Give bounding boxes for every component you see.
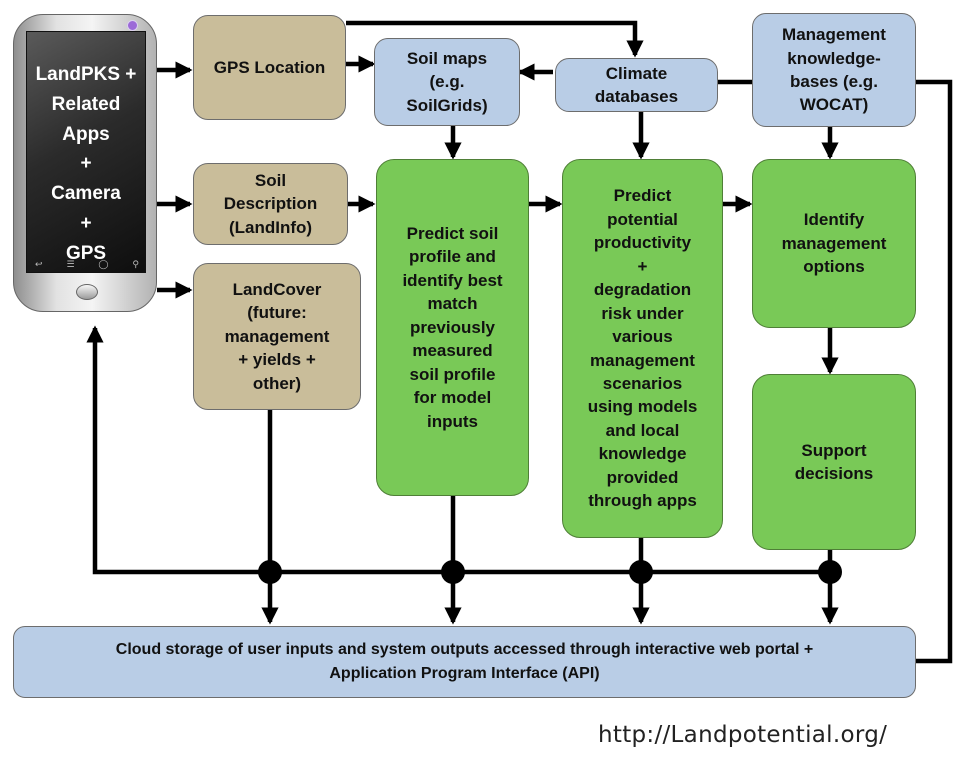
camera-icon xyxy=(127,20,138,31)
phone-screen-text: LandPKS + Related Apps + Camera + GPS xyxy=(35,64,137,264)
back-icon: ↩ xyxy=(35,259,43,269)
support-decisions-box: Support decisions xyxy=(752,374,916,550)
predict-soil-profile-box: Predict soil profile and identify best m… xyxy=(376,159,529,496)
right-loop-line xyxy=(916,79,953,664)
home-icon: ◯ xyxy=(98,259,109,269)
climate-databases-box: Climate databases xyxy=(555,58,718,112)
predict-productivity-box: Predict potential productivity + degrada… xyxy=(562,159,723,538)
menu-icon: ☰ xyxy=(66,259,75,269)
phone-screen: LandPKS + Related Apps + Camera + GPS ↩ … xyxy=(26,31,146,273)
soil-description-box: Soil Description (LandInfo) xyxy=(193,163,348,245)
arrow-gps-to-climate xyxy=(346,20,644,58)
feedback-line-to-phone xyxy=(86,325,830,575)
identify-management-options-box: Identify management options xyxy=(752,159,916,328)
smartphone-icon: LandPKS + Related Apps + Camera + GPS ↩ … xyxy=(13,14,157,312)
home-button-icon xyxy=(76,284,98,300)
management-knowledge-bases-box: Management knowledge- bases (e.g. WOCAT) xyxy=(752,13,916,127)
search-icon: ⚲ xyxy=(132,259,139,269)
junction-dot xyxy=(629,560,653,584)
gps-location-box: GPS Location xyxy=(193,15,346,120)
landcover-box: LandCover (future: management + yields +… xyxy=(193,263,361,410)
cloud-storage-box: Cloud storage of user inputs and system … xyxy=(13,626,916,698)
junction-dot xyxy=(441,560,465,584)
source-url: http://Landpotential.org/ xyxy=(598,722,888,748)
soil-maps-box: Soil maps (e.g. SoilGrids) xyxy=(374,38,520,126)
junction-dot xyxy=(818,560,842,584)
junction-dot xyxy=(258,560,282,584)
phone-nav-icons: ↩ ☰ ◯ ⚲ xyxy=(35,259,139,270)
